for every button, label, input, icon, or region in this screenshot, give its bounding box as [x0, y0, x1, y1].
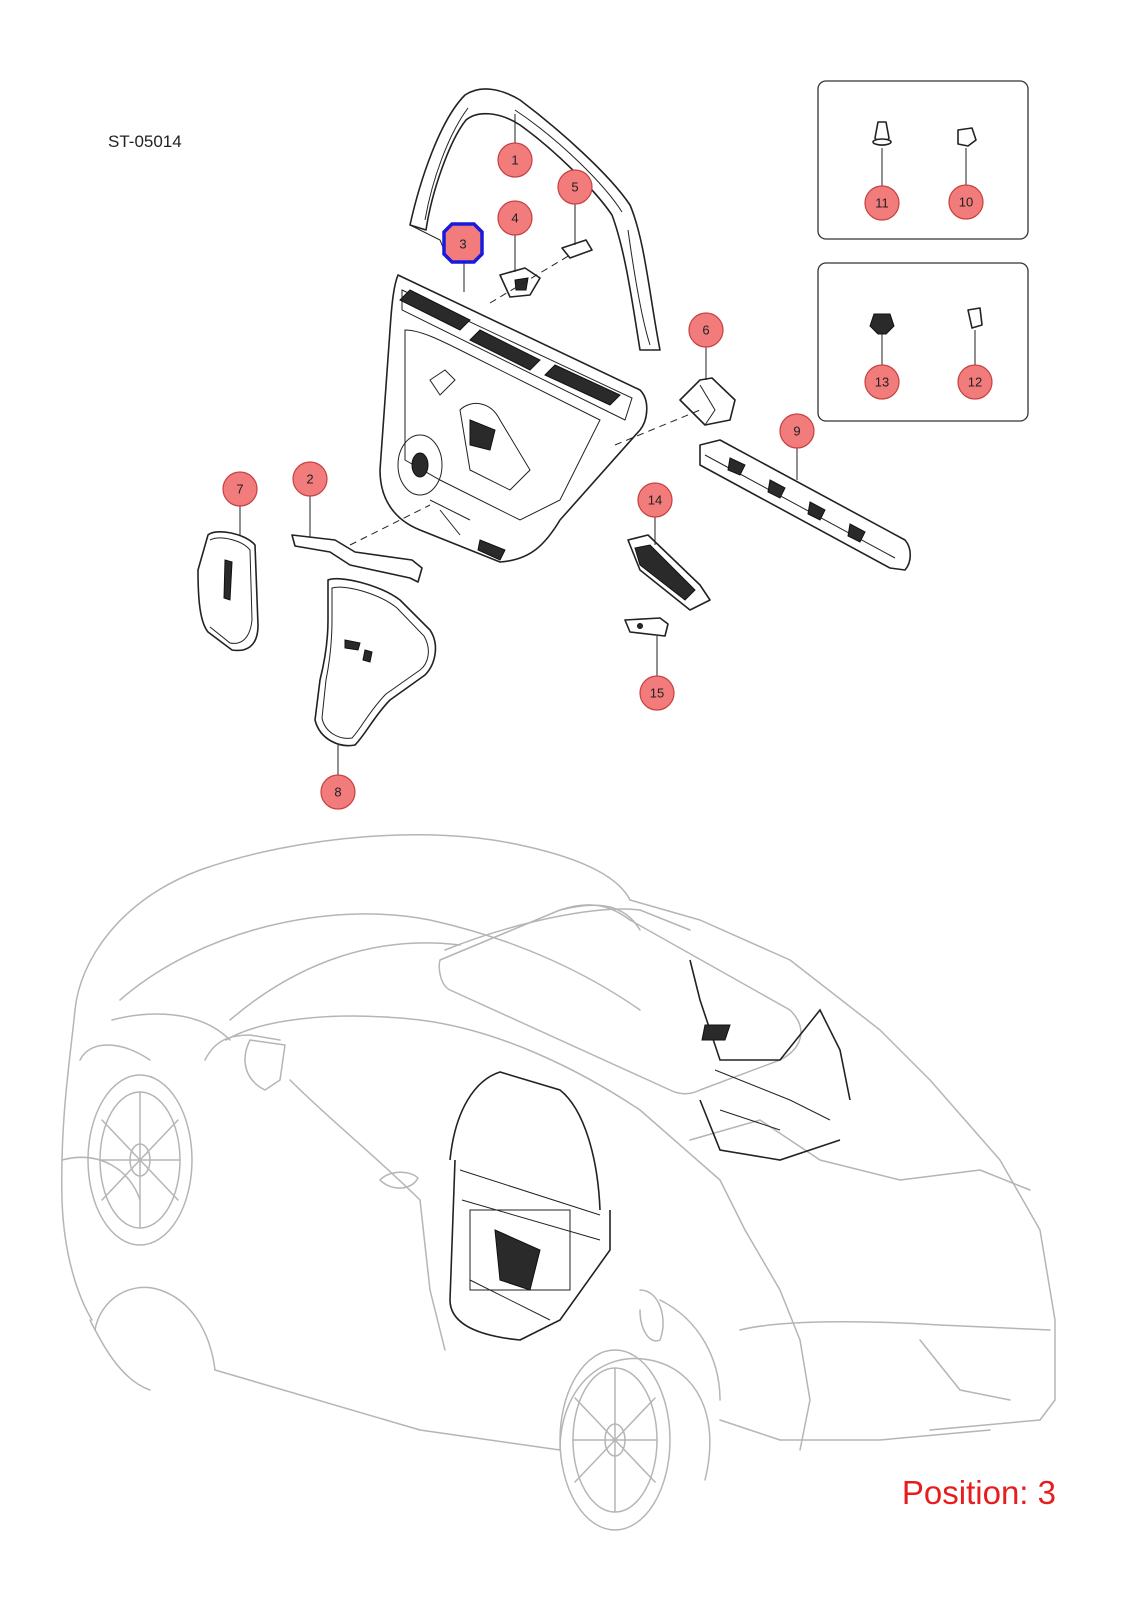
fastener-box-bottom — [817, 262, 1029, 422]
callout-12[interactable]: 12 — [957, 364, 993, 400]
callout-7[interactable]: 7 — [222, 471, 258, 507]
callout-3-highlighted[interactable]: 3 — [442, 222, 484, 264]
rear-wheel — [559, 1349, 671, 1531]
leader-lines — [239, 114, 798, 775]
document-code: ST-05014 — [108, 132, 182, 151]
callout-15[interactable]: 15 — [639, 675, 675, 711]
svg-text:13: 13 — [875, 375, 889, 390]
assembly-guide-lines — [349, 254, 701, 546]
callout-5[interactable]: 5 — [557, 169, 593, 205]
svg-text:3: 3 — [459, 237, 466, 252]
svg-text:11: 11 — [875, 196, 889, 211]
svg-text:9: 9 — [793, 424, 800, 439]
fastener-box-top — [817, 80, 1029, 240]
part-3-door-inner-panel — [379, 274, 648, 563]
callout-10[interactable]: 10 — [948, 184, 984, 220]
callout-9[interactable]: 9 — [779, 413, 815, 449]
part-8-water-shield — [314, 577, 437, 747]
part-2-lower-bracket — [291, 534, 423, 583]
installed-rear-door — [449, 1071, 611, 1341]
callout-11[interactable]: 11 — [864, 185, 900, 221]
svg-text:14: 14 — [648, 493, 662, 508]
front-wheel — [87, 1074, 193, 1246]
part-5-clip-mount — [561, 239, 593, 259]
part-1-window-frame — [409, 88, 661, 351]
part-14-switch-panel — [627, 534, 711, 611]
part-6-corner-trim — [679, 377, 736, 426]
part-9-armrest-strip — [699, 439, 912, 571]
svg-text:10: 10 — [959, 195, 973, 210]
vehicle-overview — [60, 834, 1056, 1531]
svg-text:2: 2 — [306, 472, 313, 487]
callout-13[interactable]: 13 — [864, 364, 900, 400]
svg-text:6: 6 — [702, 323, 709, 338]
callout-14[interactable]: 14 — [637, 482, 673, 518]
svg-text:4: 4 — [511, 211, 518, 226]
callout-8[interactable]: 8 — [320, 774, 356, 810]
callout-6[interactable]: 6 — [688, 312, 724, 348]
svg-text:5: 5 — [571, 180, 578, 195]
callout-1[interactable]: 1 — [497, 142, 533, 178]
part-7-insulation-pad — [197, 531, 259, 652]
part-15-mounting-plate — [624, 617, 669, 637]
svg-text:8: 8 — [334, 785, 341, 800]
callout-4[interactable]: 4 — [497, 200, 533, 236]
svg-text:12: 12 — [968, 375, 982, 390]
position-label: Position: 3 — [901, 1474, 1056, 1511]
svg-text:15: 15 — [650, 686, 664, 701]
part-4-handle-bracket — [499, 267, 541, 298]
callout-2[interactable]: 2 — [292, 461, 328, 497]
installed-front-door-interior — [689, 959, 851, 1161]
svg-text:1: 1 — [511, 153, 518, 168]
svg-text:7: 7 — [236, 482, 243, 497]
